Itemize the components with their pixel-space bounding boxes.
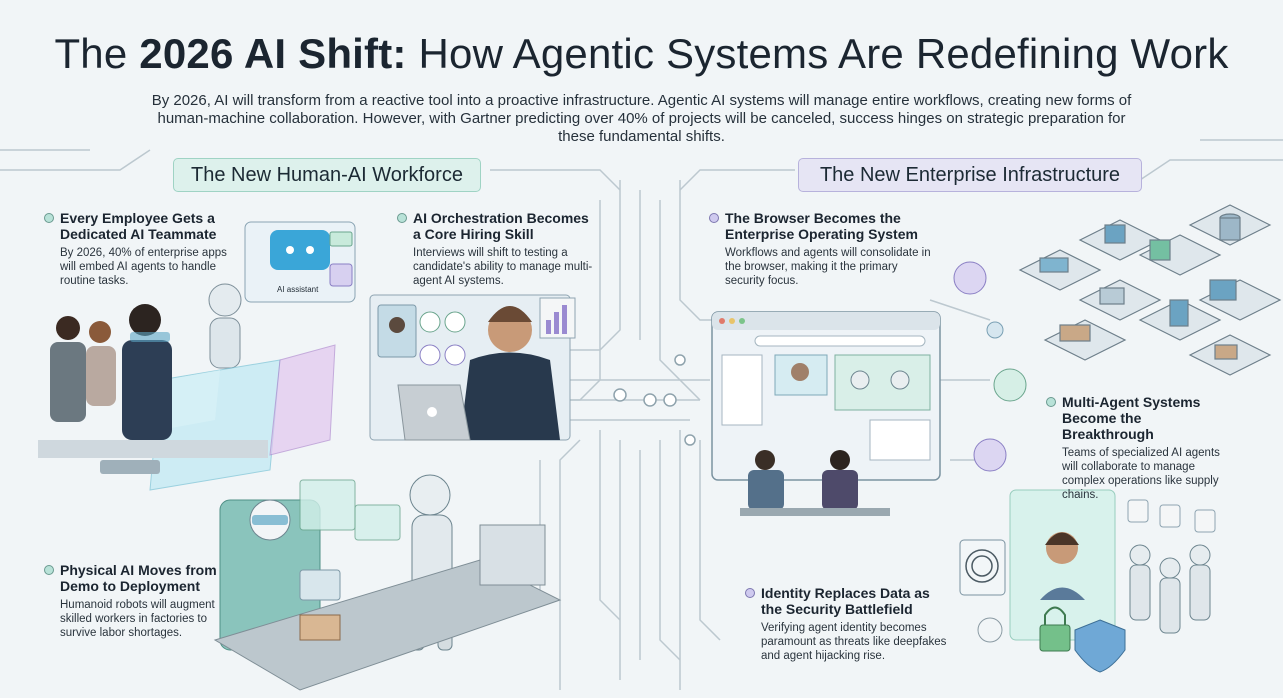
bullet-dot-icon xyxy=(397,213,407,223)
title-prefix: The xyxy=(54,30,140,77)
intro-text: By 2026, AI will transform from a reacti… xyxy=(151,92,1132,145)
item-title-line2: a Core Hiring Skill xyxy=(413,226,534,242)
item-title-line2: Demo to Deployment xyxy=(60,578,201,594)
item-title-line1: Identity Replaces Data as xyxy=(761,585,930,601)
item-multi-agent: Multi-Agent Systems Become the Breakthro… xyxy=(1046,394,1236,502)
ai-teammate-illustration: AI assistant xyxy=(38,221,356,491)
item-ai-orchestration: AI Orchestration Becomes a Core Hiring S… xyxy=(397,210,597,288)
item-title-line2: Enterprise Operating System xyxy=(725,226,918,242)
title-bold: 2026 AI Shift: xyxy=(139,30,407,77)
item-title: Physical AI Moves from Demo to Deploymen… xyxy=(44,562,244,594)
item-title-line2: Become the Breakthrough xyxy=(1062,410,1154,442)
section-header-workforce: The New Human-AI Workforce xyxy=(173,158,481,192)
bullet-dot-icon xyxy=(709,213,719,223)
item-title: Multi-Agent Systems Become the Breakthro… xyxy=(1046,394,1236,442)
item-title-line1: The Browser Becomes the xyxy=(725,210,901,226)
item-body: Humanoid robots will augment skilled wor… xyxy=(60,599,215,639)
identity-security-illustration xyxy=(959,489,1216,673)
physical-ai-illustration xyxy=(213,474,562,691)
item-title-line1: Multi-Agent Systems xyxy=(1062,394,1201,410)
item-title: Every Employee Gets a Dedicated AI Teamm… xyxy=(44,210,244,242)
bullet-dot-icon xyxy=(745,588,755,598)
item-title-line1: AI Orchestration Becomes xyxy=(413,210,589,226)
item-body: Interviews will shift to testing a candi… xyxy=(413,247,593,287)
ai-assistant-label: AI assistant xyxy=(277,285,319,294)
item-body: By 2026, 40% of enterprise apps will emb… xyxy=(60,247,227,287)
bullet-dot-icon xyxy=(44,565,54,575)
browser-os-illustration xyxy=(711,261,1027,516)
item-browser-os: The Browser Becomes the Enterprise Opera… xyxy=(709,210,939,288)
page-title: The 2026 AI Shift: How Agentic Systems A… xyxy=(0,30,1283,78)
item-title: Identity Replaces Data as the Security B… xyxy=(745,585,955,617)
supply-chain-illustration xyxy=(1018,204,1282,376)
item-title: The Browser Becomes the Enterprise Opera… xyxy=(709,210,939,242)
circuit-lines xyxy=(0,139,1283,690)
item-physical-ai: Physical AI Moves from Demo to Deploymen… xyxy=(44,562,244,640)
item-ai-teammate: Every Employee Gets a Dedicated AI Teamm… xyxy=(44,210,244,288)
item-title-line2: Dedicated AI Teammate xyxy=(60,226,217,242)
title-rest: How Agentic Systems Are Redefining Work xyxy=(406,30,1229,77)
section-header-infrastructure: The New Enterprise Infrastructure xyxy=(798,158,1142,192)
item-title-line2: the Security Battlefield xyxy=(761,601,913,617)
item-body: Teams of specialized AI agents will coll… xyxy=(1062,447,1220,501)
bullet-dot-icon xyxy=(44,213,54,223)
bullet-dot-icon xyxy=(1046,397,1056,407)
item-body: Workflows and agents will consolidate in… xyxy=(725,247,931,287)
item-title-line1: Every Employee Gets a xyxy=(60,210,215,226)
item-title-line1: Physical AI Moves from xyxy=(60,562,217,578)
item-body: Verifying agent identity becomes paramou… xyxy=(761,622,947,662)
item-identity-security: Identity Replaces Data as the Security B… xyxy=(745,585,955,663)
item-title: AI Orchestration Becomes a Core Hiring S… xyxy=(397,210,597,242)
hiring-interview-illustration xyxy=(369,294,576,441)
